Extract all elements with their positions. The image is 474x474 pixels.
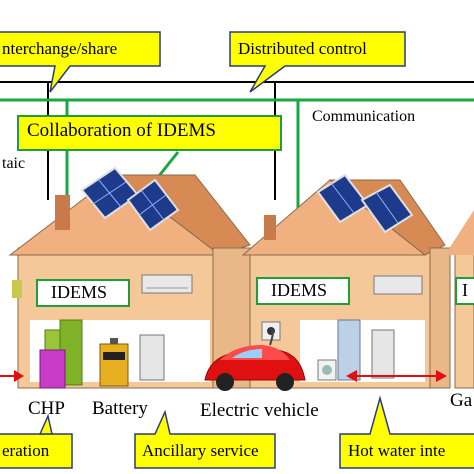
callout-generation-label: eration <box>2 441 50 460</box>
house-3-wall <box>454 247 474 389</box>
callout-hotwater-label: Hot water inte <box>348 441 446 460</box>
callout-distributed-box <box>229 31 406 93</box>
gas-label: Ga <box>450 390 473 411</box>
solar-panel-4 <box>360 183 414 234</box>
chp-label: CHP <box>28 398 65 419</box>
callout-ancillary-label: Ancillary service <box>142 441 259 460</box>
callout-hotwater-box <box>339 395 474 469</box>
electric-car <box>204 329 306 391</box>
house-2-side-wall <box>429 247 451 389</box>
red-arrowhead-right-end <box>436 370 447 382</box>
solar-panel-2 <box>126 178 180 232</box>
house-1-chimney <box>55 195 70 230</box>
house-2-chimney <box>264 215 276 240</box>
battery-label: Battery <box>92 398 148 419</box>
callout-ancillary-box <box>134 409 276 469</box>
callout-interchange-label: nterchange/share <box>2 39 118 58</box>
photovoltaic-label: taic <box>2 155 26 172</box>
idems-label-1: IDEMS <box>51 282 108 302</box>
refrigerator-1 <box>139 334 165 381</box>
refrigerator-2 <box>371 329 395 379</box>
house-1 <box>8 166 254 389</box>
idems-box-1 <box>36 279 130 307</box>
idems-label-2: IDEMS <box>271 280 328 300</box>
battery-unit <box>99 338 129 387</box>
red-arrowhead-right-start <box>346 370 357 382</box>
water-heater <box>337 319 361 381</box>
electric-vehicle-label: Electric vehicle <box>200 400 319 421</box>
callout-collaboration-label: Collaboration of IDEMS <box>27 120 216 141</box>
red-arrowhead-left <box>14 370 24 382</box>
house-3 <box>445 210 474 389</box>
air-conditioner-1 <box>141 274 193 294</box>
callout-distributed-label: Distributed control <box>238 39 367 58</box>
callout-collaboration-box <box>17 115 282 151</box>
air-conditioner-2 <box>373 275 423 295</box>
chp-unit <box>39 319 83 389</box>
communication-label: Communication <box>312 108 416 125</box>
callout-interchange-box <box>0 31 161 93</box>
house-2 <box>241 173 451 389</box>
wall-device-1 <box>12 280 22 298</box>
callout-generation-tail <box>38 413 53 435</box>
idems-label-3: I <box>462 280 468 300</box>
idems-box-2 <box>256 277 350 305</box>
idems-box-3 <box>455 277 474 305</box>
house-3-roof <box>445 210 474 255</box>
